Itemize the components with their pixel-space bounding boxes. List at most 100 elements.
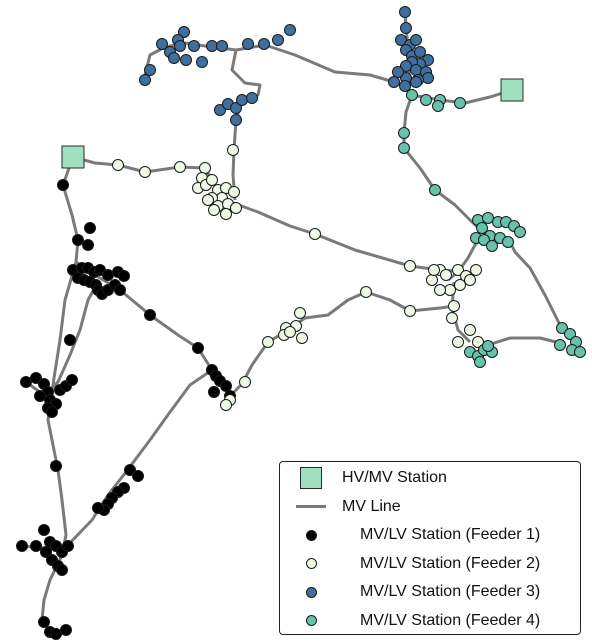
feeder-1-station [60,624,72,636]
feeder-2-station [139,166,151,178]
feeder-3-station [399,6,411,18]
feeder-4-station [398,142,410,154]
mv-line [487,336,561,347]
feeder-2-station [202,194,214,206]
feeder-2-station [199,162,211,174]
feeder-3-dot-icon [305,586,317,598]
hv-mv-station [61,145,85,169]
hv-mv-stations [61,78,524,169]
feeder-3-station [410,34,422,46]
feeder-3-station [139,74,151,86]
feeder-4-station [406,89,418,101]
feeder-1-station [40,546,52,558]
feeder-1-station [38,524,50,536]
feeder-3-station [230,102,242,114]
legend-label-line: MV Line [342,497,401,515]
feeder-4-station [432,100,444,112]
legend-item-feeder-2: MV/LV Station (Feeder 2) [280,550,580,579]
feeder-2-station [448,300,460,312]
feeder-1-station [102,269,114,281]
feeder-4-station [486,240,498,252]
feeder-1-station [30,372,42,384]
legend-item-station: HV/MV Station [280,464,580,493]
feeder-1-station [57,179,69,191]
feeder-4-station [429,184,441,196]
feeder-2-station [452,264,464,276]
legend-item-feeder-4: MV/LV Station (Feeder 4) [280,607,580,636]
feeder-2-station [206,174,218,186]
feeder-2-station [228,186,240,198]
feeder-4-station [474,356,486,368]
legend-label-station: HV/MV Station [342,469,447,487]
feeder-4-station [478,234,490,246]
legend: HV/MV Station MV Line MV/LV Station (Fee… [279,461,581,635]
mv-line [40,261,78,633]
feeder-2-station [284,326,296,338]
feeder-3-station [180,54,192,66]
feeder-3-station [284,24,296,36]
feeder-4-station [454,97,466,109]
feeder-3-station [400,22,412,34]
feeder-2-station [208,204,220,216]
mv-lv-stations [16,6,586,640]
feeder-3-station [400,60,412,72]
legend-label-feeder-3: MV/LV Station (Feeder 3) [360,583,541,601]
feeder-3-station [242,38,254,50]
feeder-3-station [156,38,168,50]
feeder-1-station [72,234,84,246]
feeder-2-station [426,274,438,286]
feeder-3-station [144,64,156,76]
feeder-1-station [38,616,50,628]
feeder-2-station [112,159,124,171]
feeder-3-station [422,72,434,84]
feeder-1-station [192,342,204,354]
feeder-2-station [434,284,446,296]
feeder-1-station [56,564,68,576]
legend-item-feeder-3: MV/LV Station (Feeder 3) [280,578,580,607]
feeder-2-station [230,202,242,214]
feeder-3-station [414,46,426,58]
feeder-1-station [46,406,58,418]
feeder-1-station [50,460,62,472]
legend-label-feeder-2: MV/LV Station (Feeder 2) [360,554,541,572]
feeder-1-station [208,386,220,398]
station-square-icon [300,467,322,490]
feeder-4-station [482,212,494,224]
feeder-4-station [398,127,410,139]
mv-line [402,94,582,353]
feeder-3-station [258,38,270,50]
feeder-3-station [188,40,200,52]
feeder-4-station [556,322,568,334]
feeder-2-station [440,269,452,281]
feeder-1-station [132,470,144,482]
feeder-2-station [470,264,482,276]
feeder-4-station [420,94,432,106]
feeder-2-station [446,312,458,324]
feeder-1-station [34,390,46,402]
feeder-4-station [574,346,586,358]
feeder-4-dot-icon [305,615,317,627]
feeder-2-station [428,264,440,276]
feeder-2-station [227,144,239,156]
feeder-1-station [124,464,136,476]
legend-label-feeder-1: MV/LV Station (Feeder 1) [360,526,541,544]
feeder-2-station [296,332,308,344]
feeder-2-station [464,324,476,336]
feeder-2-station [452,336,464,348]
feeder-2-station [174,161,186,173]
hv-mv-station [500,78,524,102]
feeder-2-station [239,376,251,388]
feeder-4-station [482,340,494,352]
feeder-3-station [206,40,218,52]
feeder-3-station [230,114,242,126]
feeder-2-station [309,228,321,240]
feeder-3-station [246,92,258,104]
feeder-4-station [554,339,566,351]
feeder-1-station [20,376,32,388]
feeder-3-station [216,40,228,52]
feeder-4-station [564,328,576,340]
feeder-2-station [464,274,476,286]
feeder-2-station [294,307,306,319]
feeder-1-dot-icon [305,529,317,541]
